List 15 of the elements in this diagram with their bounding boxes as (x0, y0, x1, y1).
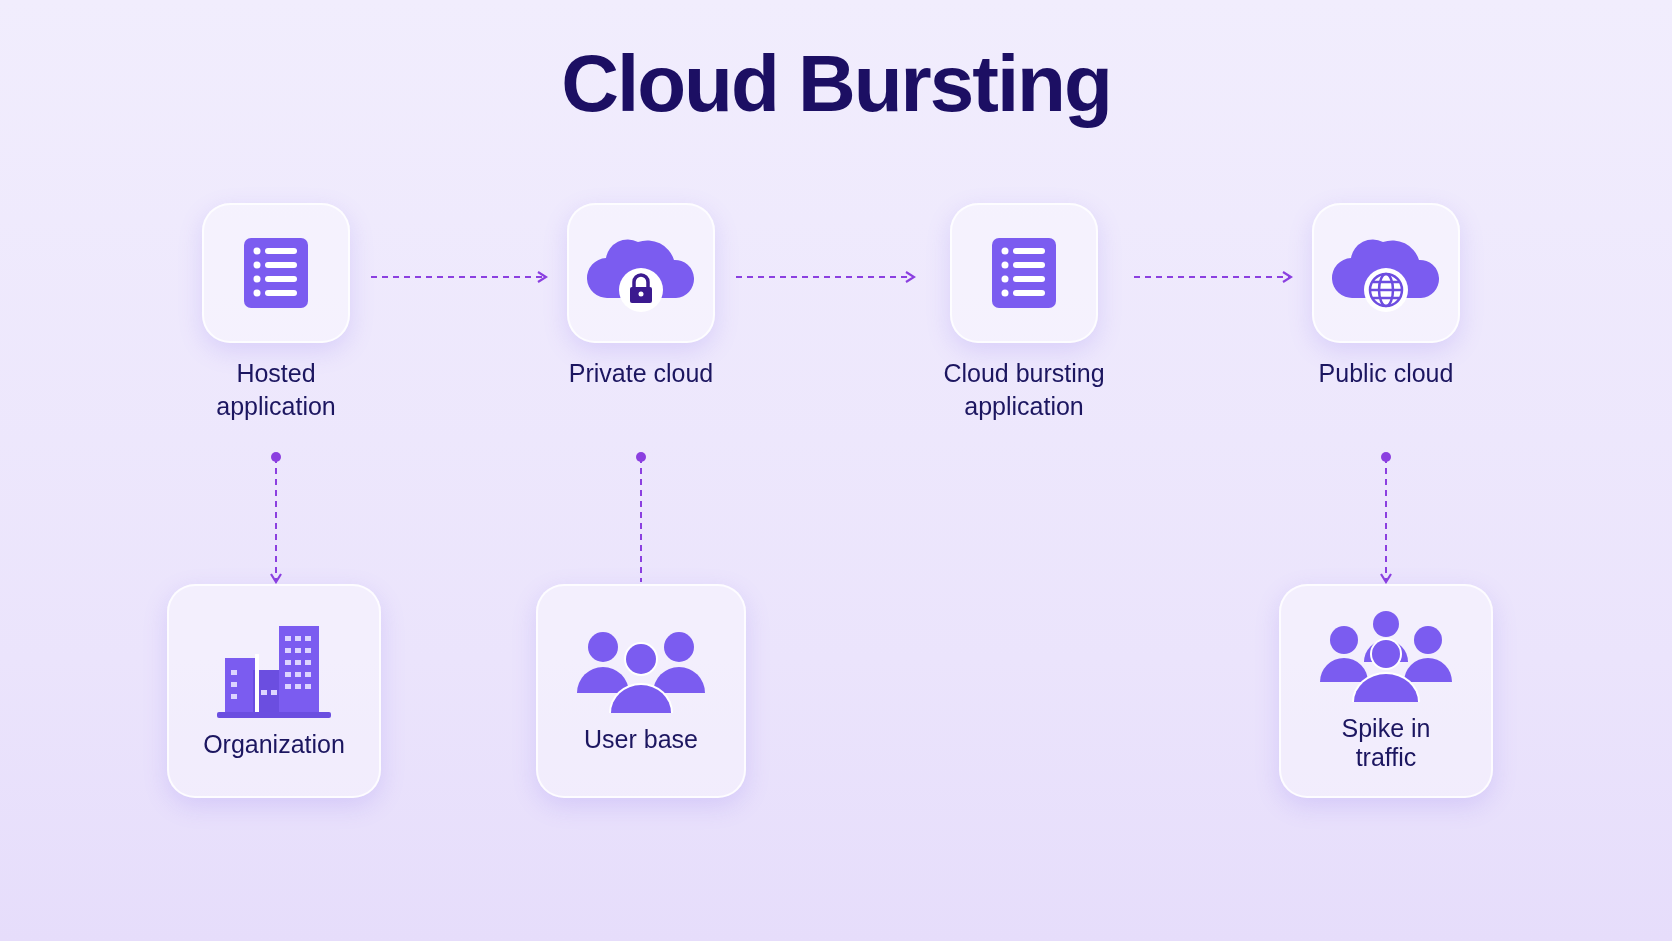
dashed-arrow (1133, 270, 1293, 284)
dashed-arrow (735, 270, 916, 284)
node-label: Cloud bursting application (942, 358, 1106, 422)
dashed-arrow (1379, 452, 1393, 584)
dashed-arrow (269, 452, 283, 584)
node-label: Organization (203, 729, 345, 759)
node-label: Hosted application (215, 358, 337, 422)
icon-card (167, 584, 381, 798)
node-label: User base (584, 724, 698, 754)
node-label: Private cloud (568, 358, 714, 389)
icon-card (1279, 584, 1493, 798)
node-label: Public cloud (1318, 358, 1454, 389)
node-label: Spike in traffic (1340, 714, 1432, 772)
icon-card (536, 584, 746, 798)
dashed-arrow (370, 270, 548, 284)
